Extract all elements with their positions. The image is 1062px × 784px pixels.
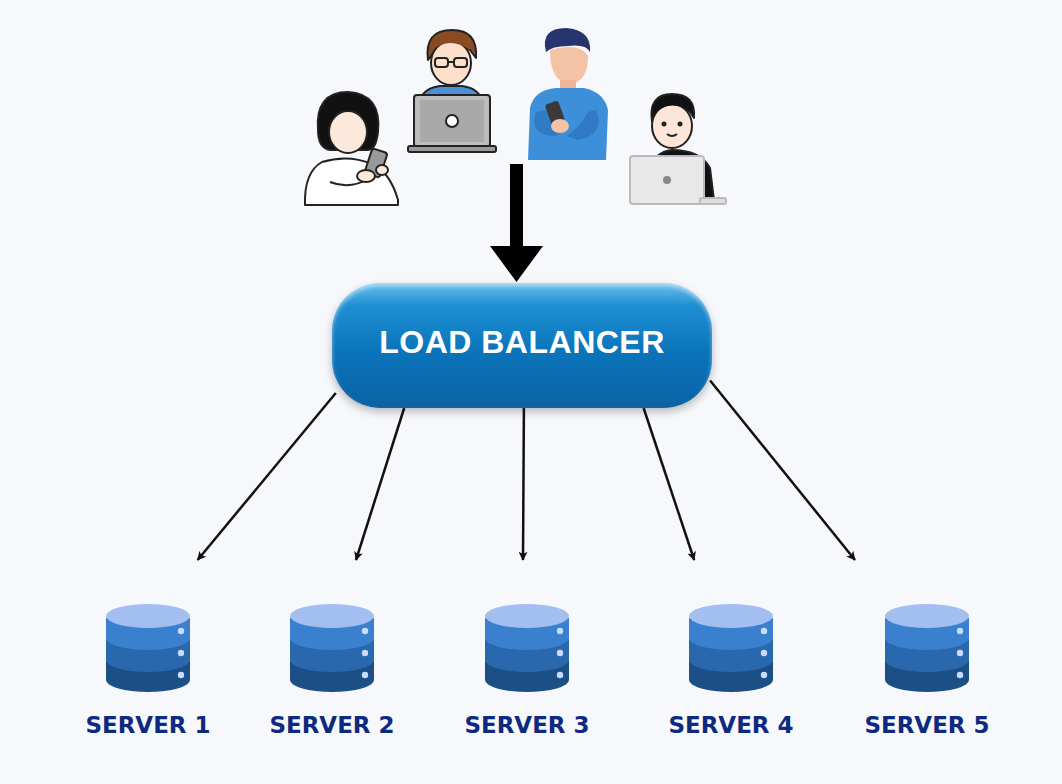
connector-arrow [356, 408, 404, 560]
server-node: SERVER 4 [651, 560, 811, 760]
input-arrow [490, 164, 543, 282]
connector-arrow [644, 408, 695, 560]
server-cylinder [288, 600, 376, 696]
user-figure [408, 30, 496, 152]
server-label: SERVER 5 [827, 712, 1027, 738]
node-label: LOAD BALANCER [379, 324, 665, 361]
server-label: SERVER 1 [48, 712, 248, 738]
user-figure [630, 94, 726, 204]
server-label: SERVER 2 [232, 712, 432, 738]
server-cylinder [483, 600, 571, 696]
server-label: SERVER 3 [427, 712, 627, 738]
server-node: SERVER 2 [252, 560, 412, 760]
server-node: SERVER 1 [68, 560, 228, 760]
connector-arrow [522, 408, 525, 560]
load-balancer-box: LOAD BALANCER [332, 283, 712, 408]
server-node: SERVER 5 [847, 560, 1007, 760]
server-node: SERVER 3 [447, 560, 607, 760]
server-cylinder [883, 600, 971, 696]
server-label: SERVER 4 [631, 712, 831, 738]
user-figure [305, 92, 398, 205]
server-cylinder [104, 600, 192, 696]
connector-arrow [198, 393, 336, 560]
server-cylinder [687, 600, 775, 696]
connector-arrow [710, 381, 855, 561]
user-figure [528, 28, 608, 160]
